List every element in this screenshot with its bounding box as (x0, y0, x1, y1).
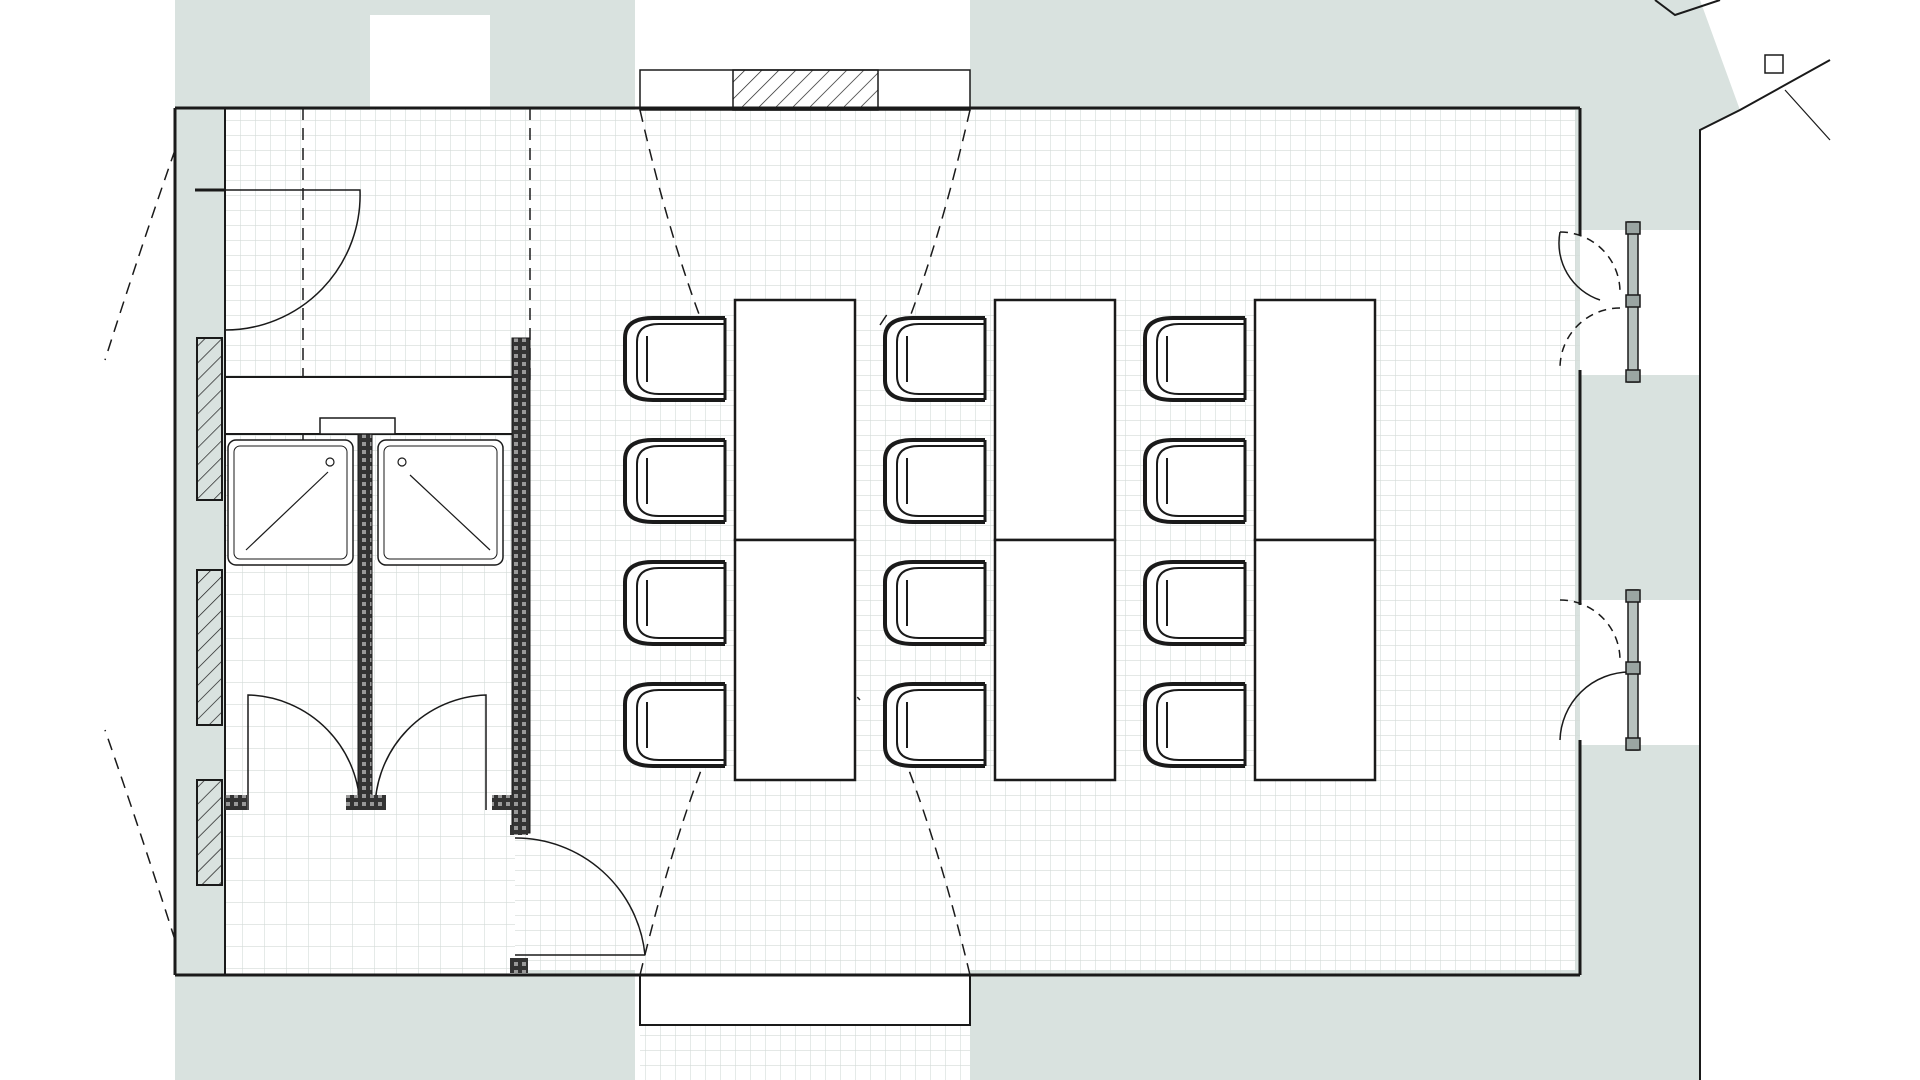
chair (1143, 560, 1247, 646)
desk (993, 538, 1117, 782)
chair (1143, 682, 1247, 768)
bathroom-block (224, 337, 531, 973)
door-openings (639, 69, 971, 1026)
desk (733, 538, 857, 782)
chair (883, 560, 987, 646)
chair (623, 560, 727, 646)
desk (1253, 298, 1377, 542)
left-wall-segments (195, 188, 225, 886)
chair (883, 316, 987, 402)
desk (733, 298, 857, 542)
desk (993, 298, 1117, 542)
chair (623, 316, 727, 402)
desk (1253, 538, 1377, 782)
chair (1143, 438, 1247, 524)
window-upper (1558, 221, 1641, 383)
chair (1143, 316, 1247, 402)
door-swings (224, 189, 646, 956)
shower-right (377, 439, 504, 566)
window-lower (1559, 589, 1641, 751)
shower-left (227, 439, 354, 566)
chair (623, 438, 727, 524)
desk-group (733, 298, 1377, 782)
chair (883, 438, 987, 524)
chair (883, 682, 987, 768)
chair-group (623, 316, 1247, 768)
chair (623, 682, 727, 768)
